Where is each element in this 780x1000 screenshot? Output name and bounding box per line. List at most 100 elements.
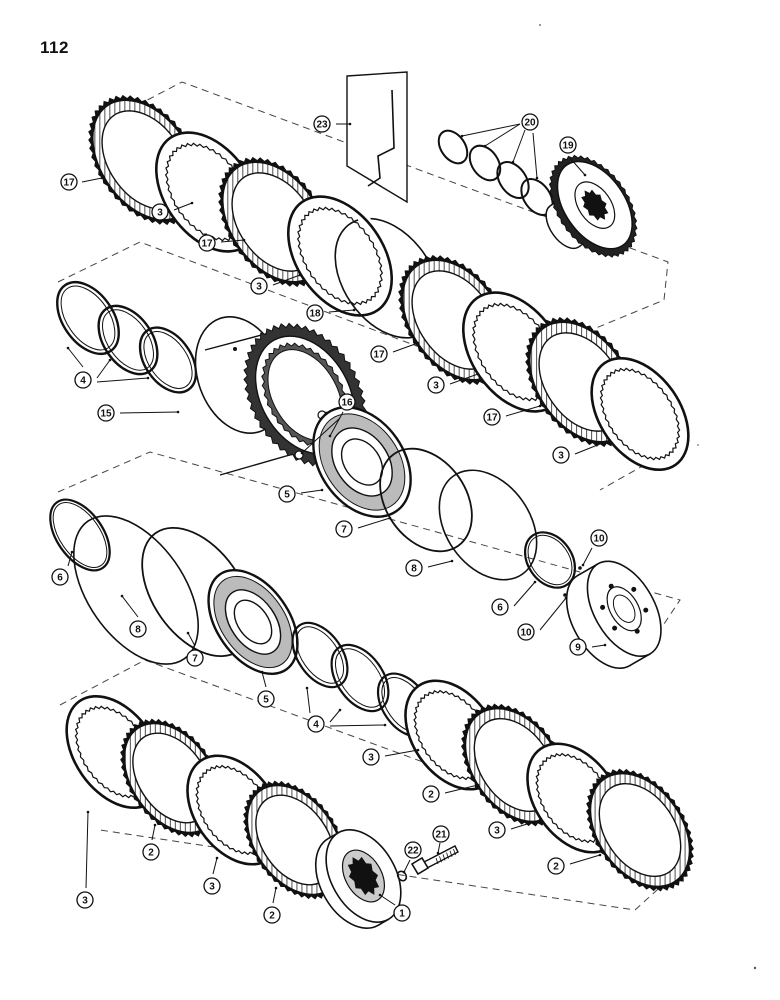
leader-tip-c5-20-0 [260, 670, 264, 674]
friction-disc-2b [586, 768, 694, 892]
callout-circle [427, 376, 445, 394]
leader-tip-c4-26-1 [338, 708, 342, 712]
leader-c10-24-0 [539, 597, 567, 631]
leader-tip-c4-12-0 [66, 346, 70, 350]
leader-tip-c6-17-0 [70, 550, 74, 554]
callout-label: 17 [201, 239, 213, 250]
seal-ring-4a [56, 281, 120, 355]
leader-c1-35-0 [379, 894, 396, 906]
leader-c3-11-0 [574, 441, 606, 455]
leader-c16-14-2 [301, 417, 341, 454]
callout-c3-9: 3 [427, 376, 445, 394]
callout-circle [335, 520, 353, 538]
leader-c19-7-0 [569, 157, 586, 176]
leader-tip-c7-16-0 [388, 516, 392, 520]
leader-c4-12-2 [96, 377, 149, 383]
seal-ring-7a [379, 447, 473, 553]
leader-tip-c17-0-0 [100, 176, 104, 180]
callout-label: 3 [256, 282, 262, 293]
callout-circle [393, 904, 411, 922]
leader-c6-22-0 [513, 581, 536, 607]
leader-tip-c21-37-0 [436, 851, 440, 855]
callout-circle [483, 408, 501, 426]
leader-c3-9-0 [449, 373, 479, 385]
leader-c17-0-0 [81, 177, 103, 183]
leader-tip-c16-14-2 [300, 451, 304, 455]
leader-tip-c8-21-0 [450, 559, 454, 563]
callout-circle [517, 623, 535, 641]
piston-1 [314, 829, 402, 929]
group-outline-top [104, 81, 669, 357]
callout-label: 7 [341, 525, 347, 536]
callout-label: 20 [524, 118, 536, 129]
leader-c20-6-2 [512, 129, 526, 163]
leader-tip-c20-6-1 [483, 144, 487, 148]
leader-tip-c10-24-0 [564, 596, 568, 600]
callout-label: 10 [520, 628, 532, 639]
leader-tip-c3-31-0 [86, 810, 90, 814]
seal-ring-4d [291, 621, 349, 689]
friction-disc-17b [218, 156, 332, 288]
callout-label: 19 [562, 141, 574, 152]
leader-c21-37-0 [437, 842, 441, 854]
piston-5a [312, 406, 412, 518]
leader-c22-36-0 [403, 859, 411, 873]
leader-c2-30-0 [569, 854, 601, 865]
callout-c19-7: 19 [559, 136, 577, 154]
callout-circle [491, 598, 509, 616]
callout-label: 2 [148, 848, 154, 859]
seal-ring-6a [523, 531, 577, 589]
washer-22 [396, 870, 408, 882]
leader-c3-1-0 [173, 202, 193, 211]
leader-tip-c3-27-0 [416, 748, 420, 752]
bolt-hole-4 [612, 625, 618, 631]
callout-label: 6 [57, 573, 63, 584]
callout-label: 3 [494, 826, 500, 837]
callout-label: 4 [80, 376, 86, 387]
callout-label: 1 [399, 909, 405, 920]
callout-c3-31: 3 [76, 891, 94, 909]
leader-c17-10-0 [505, 405, 541, 417]
callout-c4-12: 4 [74, 371, 92, 389]
seal-ring-4c [138, 326, 198, 394]
leader-c5-20-0 [261, 671, 267, 688]
leader-c3-29-0 [510, 819, 541, 830]
leader-tip-c10-23-0 [581, 563, 585, 567]
callout-c15-13: 15 [97, 404, 115, 422]
callout-circle [362, 748, 380, 766]
leader-tip-c23-5-0 [348, 122, 352, 126]
callout-circle [186, 649, 204, 667]
callout-circle [306, 304, 324, 322]
leader-tip-c18-4-0 [352, 308, 356, 312]
leader-tip-c19-7-0 [583, 173, 587, 177]
callout-c9-25: 9 [569, 638, 587, 656]
callout-label: 2 [428, 790, 434, 801]
callout-label: 4 [313, 720, 319, 731]
leader-tip-c20-6-0 [460, 134, 464, 138]
callout-circle [569, 638, 587, 656]
leader-lines [66, 122, 607, 906]
leader-tip-c16-14-0 [324, 411, 328, 415]
seal-ring-8a [438, 469, 538, 581]
seal-ring-20b [468, 144, 502, 182]
leader-c20-6-3 [532, 132, 538, 179]
callout-circle [313, 115, 331, 133]
leader-tip-c4-26-2 [383, 723, 387, 727]
callout-circle [405, 559, 423, 577]
callout-label: 3 [209, 882, 215, 893]
callout-label: 21 [435, 830, 447, 841]
callout-label: 2 [269, 911, 275, 922]
piston-5b [207, 568, 299, 676]
callout-c2-34: 2 [263, 906, 281, 924]
leader-c16-14-0 [325, 407, 341, 414]
callout-label: 2 [553, 862, 559, 873]
callout-circle [203, 877, 221, 895]
leader-c9-25-0 [591, 644, 606, 648]
leader-c4-12-0 [67, 347, 84, 368]
leader-tip-c2-30-0 [598, 853, 602, 857]
callout-circle [590, 529, 608, 547]
leader-tip-c3-29-0 [538, 818, 542, 822]
leader-c17-8-0 [392, 342, 419, 353]
instruction-card-23 [346, 71, 408, 204]
callout-label: 15 [100, 409, 112, 420]
